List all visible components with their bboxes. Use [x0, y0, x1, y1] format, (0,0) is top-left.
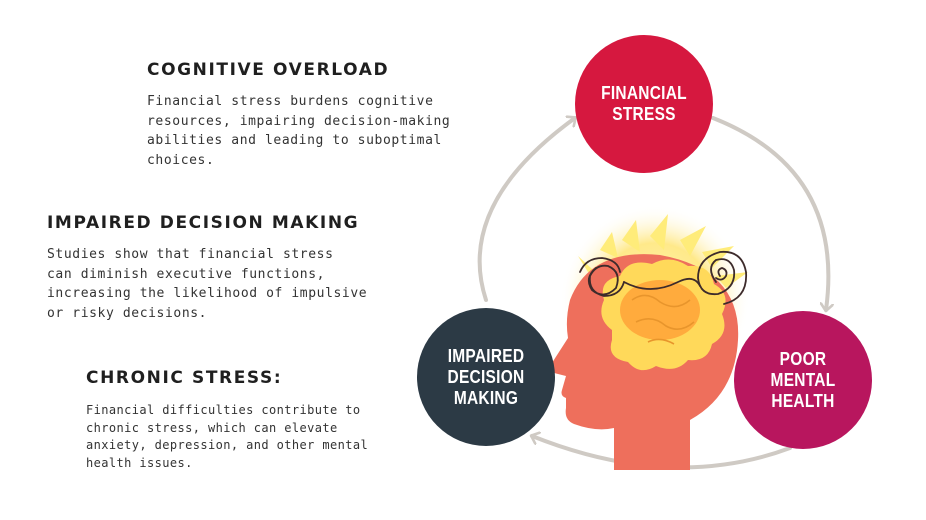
section-body: Studies show that financial stress can d… [47, 247, 368, 321]
impaired-decision-circle [417, 308, 555, 446]
section-impaired-decision-making: IMPAIRED DECISION MAKING Studies show th… [47, 213, 407, 323]
section-cognitive-overload: COGNITIVE OVERLOAD Financial stress burd… [147, 60, 487, 170]
brain-icon [601, 259, 726, 371]
scribble-icon [579, 250, 747, 305]
financial-stress-label: FINANCIAL STRESS [601, 83, 687, 124]
poor-mental-health-circle [734, 311, 872, 449]
section-chronic-stress: CHRONIC STRESS: Financial difficulties c… [86, 368, 406, 472]
stressed-head-icon [549, 205, 750, 470]
section-heading: IMPAIRED DECISION MAKING [47, 213, 360, 233]
section-heading: CHRONIC STRESS: [86, 368, 283, 388]
poor-mental-health-label: POOR MENTAL HEALTH [770, 348, 836, 411]
financial-stress-circle [575, 35, 713, 173]
cycle-arrow-to-poor-mental-health [711, 116, 828, 310]
cycle-arrow-to-financial-stress [477, 118, 575, 302]
impaired-decision-label: IMPAIRED DECISION MAKING [447, 345, 525, 408]
section-body: Financial stress burdens cognitive resou… [147, 94, 451, 168]
section-body: Financial difficulties contribute to chr… [86, 403, 369, 470]
section-heading: COGNITIVE OVERLOAD [147, 60, 390, 80]
